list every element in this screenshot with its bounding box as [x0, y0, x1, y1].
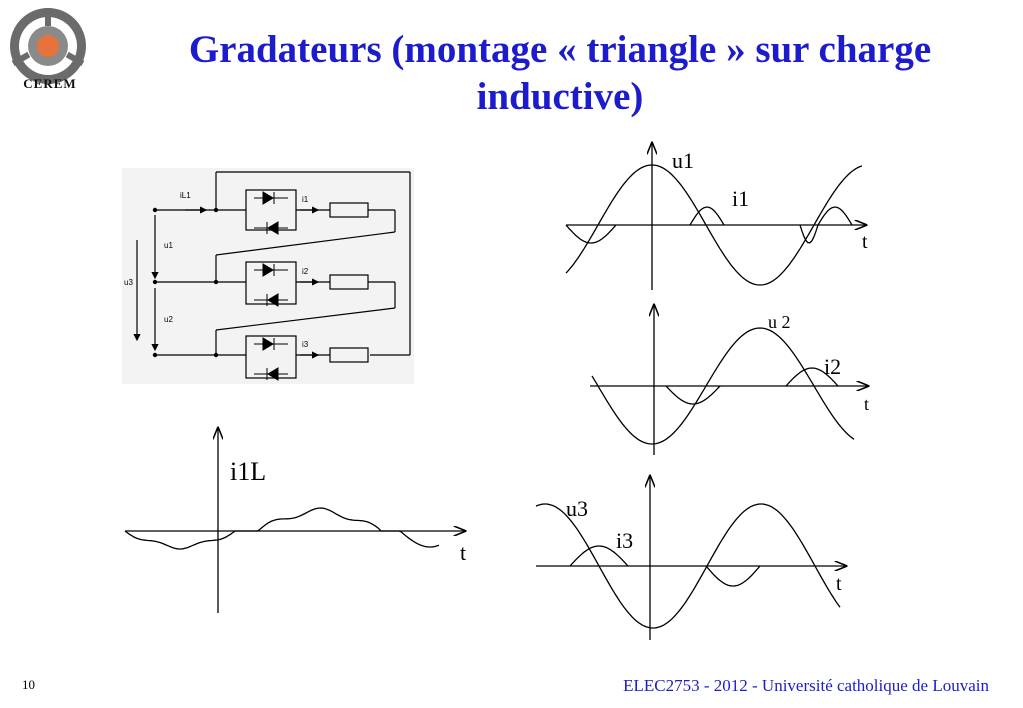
plot2-u-label: u 2: [768, 312, 791, 332]
plot2-voltage-wave: [591, 327, 855, 445]
plot1-voltage-wave: [565, 164, 863, 286]
plot3-voltage-wave: [535, 503, 841, 629]
label-il1: iL1: [180, 191, 191, 200]
plot2-t-label: t: [864, 394, 869, 414]
cerem-logo-icon: [10, 8, 86, 84]
plot-line-current: [124, 428, 465, 613]
slide-title: Gradateurs (montage « triangle » sur cha…: [188, 28, 932, 118]
plot3-u-label: u3: [566, 496, 588, 521]
page-number: 10: [22, 677, 35, 692]
plot1-t-label: t: [862, 231, 868, 253]
plot3-current-wave: [569, 545, 761, 587]
logo-text: CEREM: [23, 76, 77, 91]
plot3-i-label: i3: [616, 528, 633, 553]
plot-phase2: [590, 305, 868, 455]
plot1-u-label: u1: [672, 148, 694, 173]
label-i3: i3: [302, 340, 309, 349]
label-i2: i2: [302, 267, 309, 276]
plot2-current-wave: [665, 367, 839, 405]
footer-text: ELEC2753 - 2012 - Université catholique …: [623, 676, 989, 695]
plot3-t-label: t: [836, 573, 842, 595]
label-u3: u3: [124, 278, 133, 287]
plot2-i-label: i2: [824, 354, 841, 379]
label-u1: u1: [164, 241, 173, 250]
plot4-i-label: i1L: [230, 457, 266, 486]
plot-phase3: [535, 476, 846, 640]
plot1-current-wave: [565, 206, 853, 244]
plot4-line-current-wave: [124, 507, 440, 550]
cerem-logo: CEREM: [2, 2, 98, 98]
plot1-i-label: i1: [732, 186, 749, 211]
plot4-t-label: t: [460, 540, 466, 565]
circuit-schematic: iL1 i1 i2 i3 u1 u2 u3: [122, 168, 414, 384]
label-i1: i1: [302, 195, 309, 204]
plot-phase1: [565, 143, 866, 290]
label-u2: u2: [164, 315, 173, 324]
